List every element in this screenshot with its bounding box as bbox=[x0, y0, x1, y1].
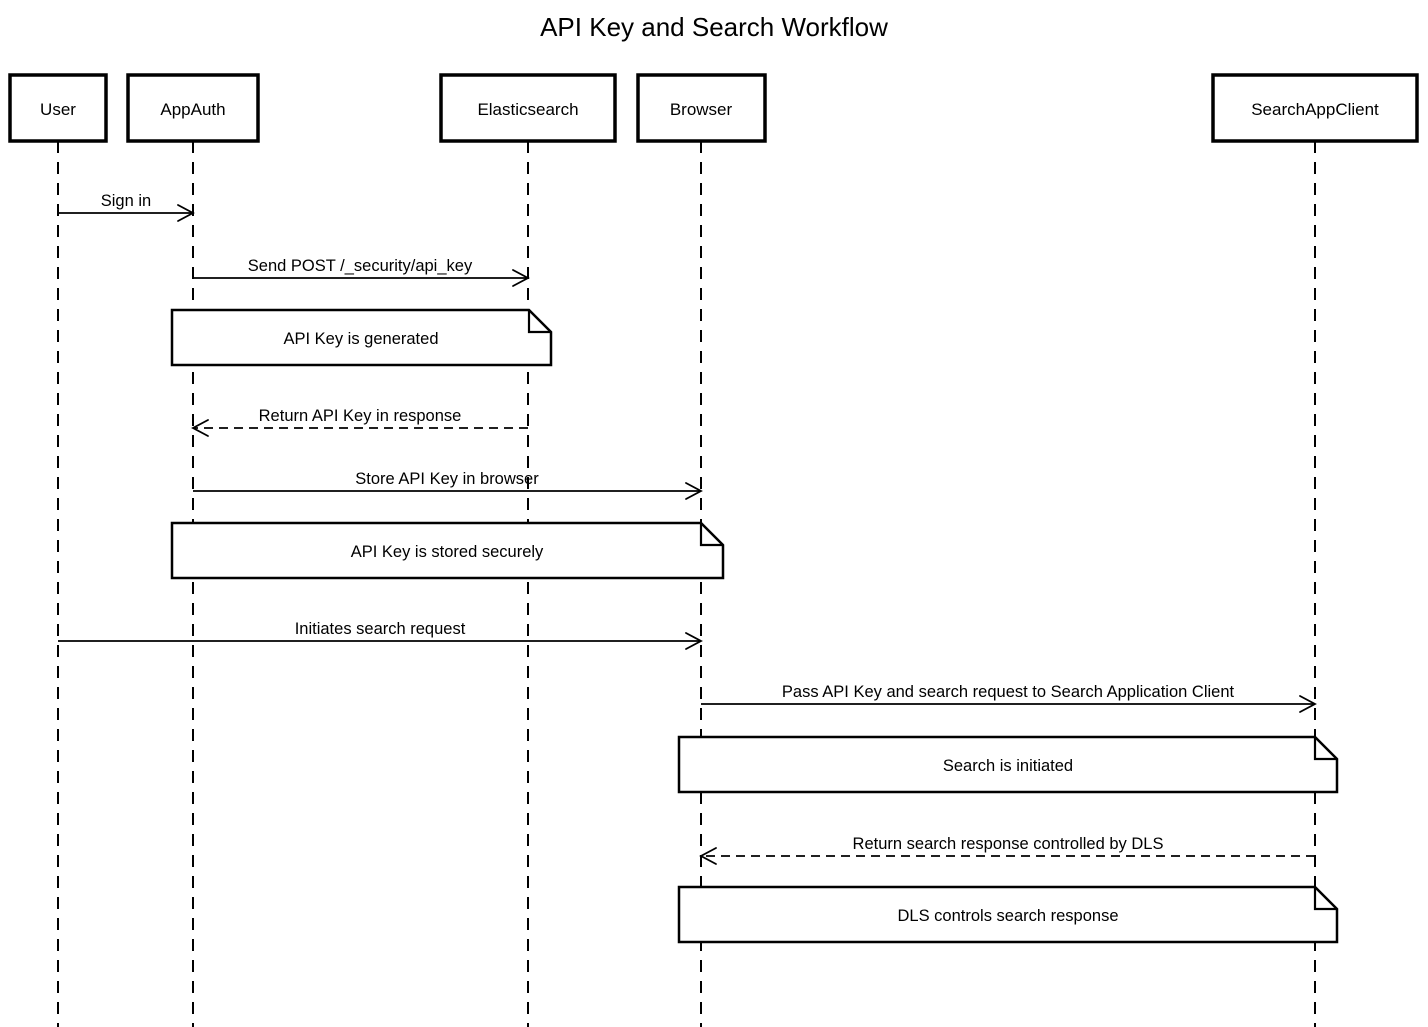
message-label: Return search response controlled by DLS bbox=[853, 835, 1164, 853]
note-fold-icon bbox=[527, 310, 551, 334]
participant-label-appauth: AppAuth bbox=[160, 100, 225, 119]
note-fold-icon bbox=[1313, 737, 1337, 761]
participant-user: User bbox=[8, 73, 108, 143]
note-search-is-initiated: Search is initiated bbox=[677, 735, 1339, 794]
note-shape bbox=[677, 735, 1339, 794]
message-label: Send POST /_security/api_key bbox=[248, 257, 473, 275]
participant-appauth: AppAuth bbox=[126, 73, 260, 143]
message-store-api-key: Store API Key in browser bbox=[193, 470, 703, 500]
arrowhead-left-icon bbox=[699, 847, 717, 865]
note-api-key-generated: API Key is generated bbox=[170, 308, 553, 367]
note-shape bbox=[170, 521, 725, 580]
note-dls-controls-search-response: DLS controls search response bbox=[677, 885, 1339, 944]
arrowhead-right-icon bbox=[1299, 695, 1317, 713]
message-return-search-response: Return search response controlled by DLS bbox=[699, 835, 1315, 865]
arrowhead-right-icon bbox=[685, 632, 703, 650]
arrowhead-right-icon bbox=[177, 204, 195, 222]
arrowhead-left-icon bbox=[191, 419, 209, 437]
message-pass-api-key-search-request: Pass API Key and search request to Searc… bbox=[701, 683, 1317, 713]
message-initiates-search-request: Initiates search request bbox=[58, 620, 703, 650]
message-send-post-api-key: Send POST /_security/api_key bbox=[193, 257, 530, 287]
participant-elasticsearch: Elasticsearch bbox=[439, 73, 617, 143]
arrowhead-right-icon bbox=[512, 269, 530, 287]
participant-box-appauth bbox=[126, 73, 260, 143]
note-label: DLS controls search response bbox=[897, 907, 1118, 925]
diagram-title: API Key and Search Workflow bbox=[540, 12, 888, 42]
note-label: Search is initiated bbox=[943, 757, 1073, 775]
participant-box-user bbox=[8, 73, 108, 143]
message-label: Store API Key in browser bbox=[355, 470, 539, 488]
participant-label-browser: Browser bbox=[670, 100, 733, 119]
message-sign-in: Sign in bbox=[58, 192, 195, 222]
participant-box-searchappclient bbox=[1211, 73, 1419, 143]
note-shape bbox=[170, 308, 553, 367]
participant-browser: Browser bbox=[636, 73, 767, 143]
note-fold-icon bbox=[699, 523, 723, 547]
note-label: API Key is stored securely bbox=[351, 543, 544, 561]
note-label: API Key is generated bbox=[283, 330, 438, 348]
participant-searchappclient: SearchAppClient bbox=[1211, 73, 1419, 143]
message-return-api-key: Return API Key in response bbox=[191, 407, 528, 437]
note-shape bbox=[677, 885, 1339, 944]
participant-box-browser bbox=[636, 73, 767, 143]
note-fold-icon bbox=[1313, 887, 1337, 911]
participant-box-elasticsearch bbox=[439, 73, 617, 143]
participant-label-elasticsearch: Elasticsearch bbox=[477, 100, 578, 119]
message-label: Pass API Key and search request to Searc… bbox=[782, 683, 1235, 701]
arrowhead-right-icon bbox=[685, 482, 703, 500]
note-api-key-stored-securely: API Key is stored securely bbox=[170, 521, 725, 580]
message-label: Initiates search request bbox=[295, 620, 466, 638]
participant-label-user: User bbox=[40, 100, 76, 119]
message-label: Sign in bbox=[101, 192, 151, 210]
message-label: Return API Key in response bbox=[259, 407, 462, 425]
participant-label-searchappclient: SearchAppClient bbox=[1251, 100, 1379, 119]
